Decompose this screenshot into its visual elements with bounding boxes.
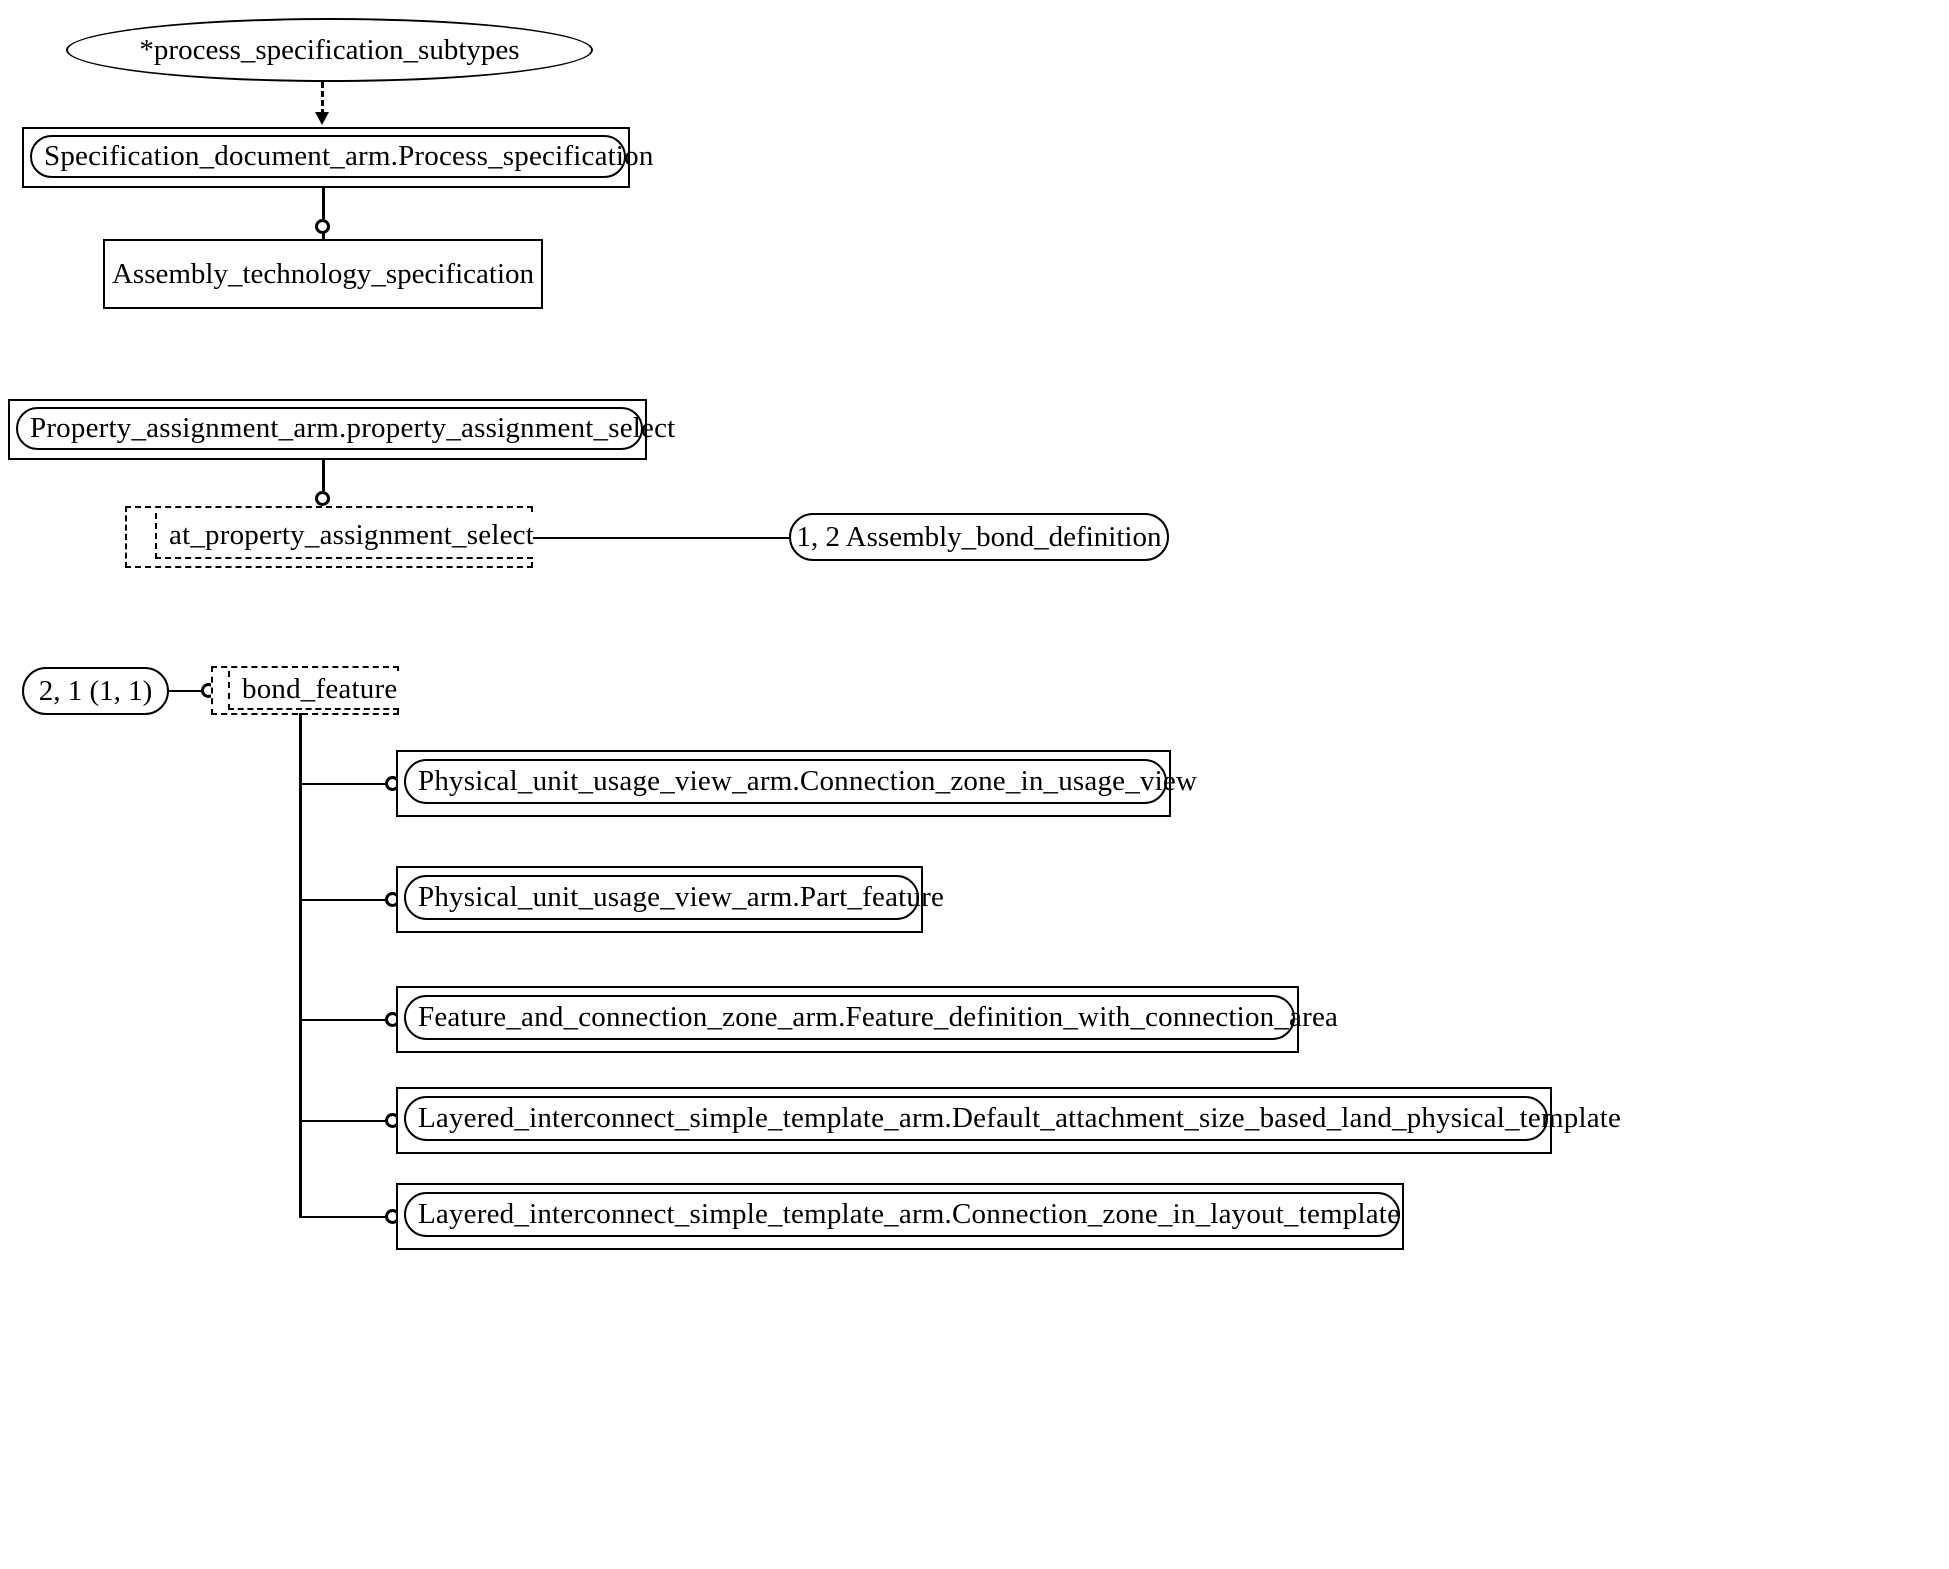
node-assembly-bond-definition[interactable]: 1, 2 Assembly_bond_definition bbox=[789, 513, 1169, 561]
supertype-connector-line bbox=[322, 188, 325, 219]
node-default-attachment-size-based-land-physical-template-frame[interactable]: Layered_interconnect_simple_template_arm… bbox=[396, 1087, 1621, 1154]
subtype-dashed-connector bbox=[321, 82, 324, 115]
node-bond-feature[interactable]: bond_feature bbox=[228, 671, 399, 710]
bond-feature-branch-line bbox=[299, 783, 387, 785]
node-property-assignment-arm-frame[interactable]: Property_assignment_arm.property_assignm… bbox=[8, 399, 675, 460]
attribute-to-reference-line bbox=[533, 537, 791, 539]
node-feature-definition-with-connection-area-frame[interactable]: Feature_and_connection_zone_arm.Feature_… bbox=[396, 986, 1338, 1053]
supertype-connector-line-lower bbox=[322, 233, 325, 239]
node-label: bond_feature bbox=[242, 673, 398, 705]
node-feature-definition-with-connection-area[interactable]: Feature_and_connection_zone_arm.Feature_… bbox=[404, 995, 1338, 1040]
node-process-specification-subtypes[interactable]: *process_specification_subtypes bbox=[66, 18, 593, 82]
node-label: at_property_assignment_select bbox=[169, 518, 534, 551]
relationship-circle-icon bbox=[315, 219, 330, 234]
node-label: Specification_document_arm.Process_speci… bbox=[44, 140, 654, 172]
node-label: 1, 2 Assembly_bond_definition bbox=[796, 520, 1162, 553]
bond-feature-branch-line bbox=[299, 1019, 387, 1021]
bond-feature-branch-line bbox=[299, 1120, 387, 1122]
node-label: Assembly_technology_specification bbox=[111, 257, 534, 290]
node-bond-feature-reference[interactable]: 2, 1 (1, 1) bbox=[22, 667, 169, 715]
node-at-property-assignment-select[interactable]: at_property_assignment_select bbox=[155, 513, 534, 559]
node-label: Physical_unit_usage_view_arm.Part_featur… bbox=[418, 881, 945, 913]
node-part-feature[interactable]: Physical_unit_usage_view_arm.Part_featur… bbox=[404, 875, 944, 920]
node-specification-document-arm-frame[interactable]: Specification_document_arm.Process_speci… bbox=[22, 127, 653, 188]
node-connection-zone-in-usage-view-frame[interactable]: Physical_unit_usage_view_arm.Connection_… bbox=[396, 750, 1197, 817]
node-connection-zone-in-layout-template-frame[interactable]: Layered_interconnect_simple_template_arm… bbox=[396, 1183, 1404, 1250]
node-label: Property_assignment_arm.property_assignm… bbox=[30, 412, 676, 444]
select-connector-line bbox=[322, 460, 325, 491]
bond-feature-branch-line bbox=[299, 899, 387, 901]
subtype-arrowhead-icon bbox=[315, 112, 329, 125]
bond-feature-trunk-line bbox=[299, 713, 302, 1218]
node-label: Physical_unit_usage_view_arm.Connection_… bbox=[418, 765, 1198, 797]
node-label: 2, 1 (1, 1) bbox=[38, 674, 153, 707]
reference-to-bond-feature-line bbox=[169, 690, 203, 692]
node-connection-zone-in-usage-view[interactable]: Physical_unit_usage_view_arm.Connection_… bbox=[404, 759, 1197, 804]
bond-feature-branch-line bbox=[299, 1216, 387, 1218]
node-part-feature-frame[interactable]: Physical_unit_usage_view_arm.Part_featur… bbox=[396, 866, 944, 933]
node-default-attachment-size-based-land-physical-template[interactable]: Layered_interconnect_simple_template_arm… bbox=[404, 1096, 1621, 1141]
node-property-assignment-arm[interactable]: Property_assignment_arm.property_assignm… bbox=[16, 407, 675, 450]
node-connection-zone-in-layout-template[interactable]: Layered_interconnect_simple_template_arm… bbox=[404, 1192, 1400, 1237]
node-specification-document-arm[interactable]: Specification_document_arm.Process_speci… bbox=[30, 135, 653, 178]
node-assembly-technology-specification[interactable]: Assembly_technology_specification bbox=[103, 239, 543, 309]
node-label: *process_specification_subtypes bbox=[139, 33, 520, 66]
node-label: Feature_and_connection_zone_arm.Feature_… bbox=[418, 1001, 1339, 1033]
relationship-circle-icon bbox=[315, 491, 330, 506]
node-label: Layered_interconnect_simple_template_arm… bbox=[418, 1102, 1622, 1134]
node-label: Layered_interconnect_simple_template_arm… bbox=[418, 1198, 1401, 1230]
